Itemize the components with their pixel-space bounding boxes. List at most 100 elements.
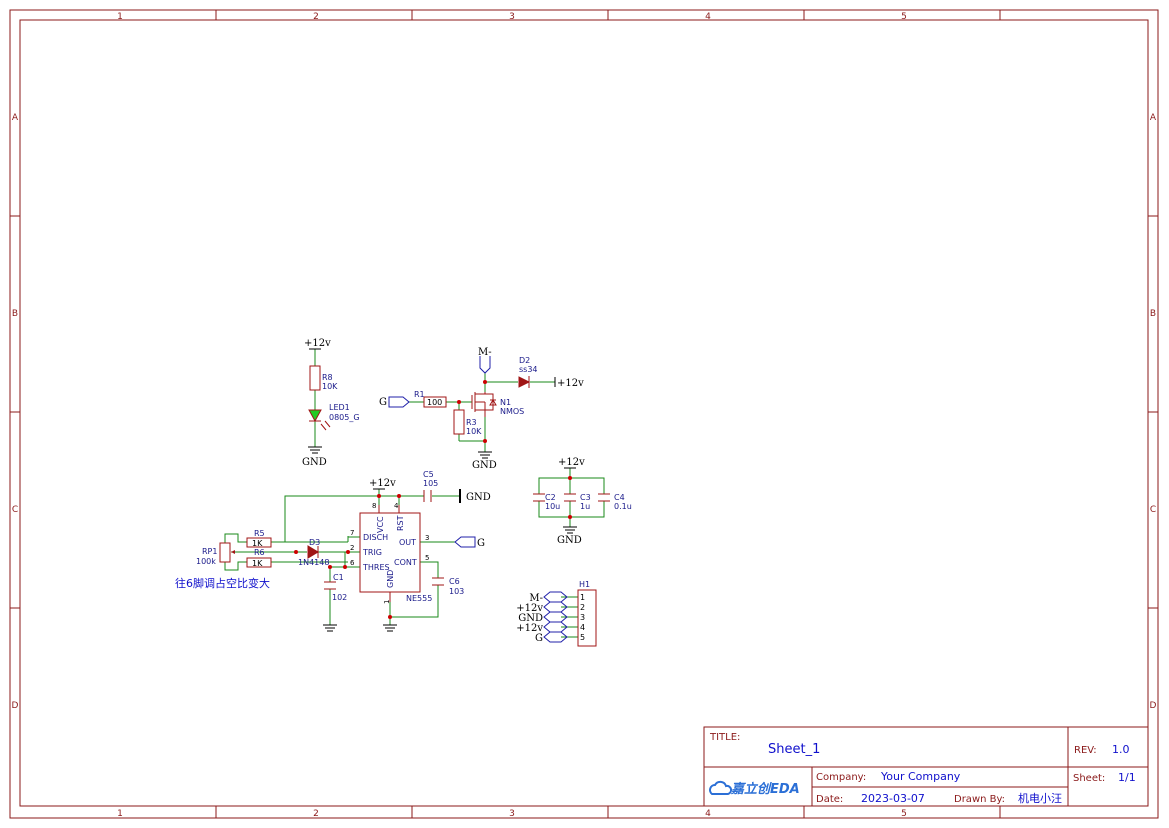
rp1-ref: RP1	[202, 547, 217, 556]
led1-led[interactable]: LED1 0805_G	[308, 403, 360, 431]
c3-capacitor[interactable]: C3 1u	[564, 493, 591, 511]
rev-value: 1.0	[1112, 743, 1130, 756]
c1-ref: C1	[333, 573, 344, 582]
h1-net-ports[interactable]	[543, 591, 568, 643]
rp1-value: 100k	[196, 557, 216, 566]
n1-value: NMOS	[500, 407, 524, 416]
pin-num-1: 1	[383, 600, 391, 604]
c6-ref: C6	[449, 577, 460, 586]
gnd-capbank	[563, 526, 577, 534]
row-label-left-b: B	[12, 309, 18, 319]
c4-ref: C4	[614, 493, 625, 502]
h1-connector[interactable]: H1 1 2 3 4 5	[577, 580, 597, 647]
ne555-vcc-label: +12v	[369, 478, 396, 489]
d3-ref: D3	[309, 538, 320, 547]
c5-capacitor[interactable]: C5 105	[423, 470, 438, 502]
r6-value: 1K	[252, 559, 263, 568]
h1-ref: H1	[579, 580, 590, 589]
frame-ticks	[10, 10, 1158, 818]
gnd-mosfet-label: GND	[472, 460, 497, 471]
frame-labels: 1 2 3 4 5 1 2 3 4 5 A B C D A B C D	[12, 12, 1157, 819]
date-value: 2023-03-07	[861, 792, 925, 805]
h1-net-1: M-	[529, 593, 543, 604]
r5-value: 1K	[252, 539, 263, 548]
led1-value: 0805_G	[329, 413, 360, 422]
row-label-right-a: A	[1150, 113, 1157, 123]
r1-value: 100	[427, 398, 442, 407]
pin-num-8: 8	[372, 502, 376, 510]
r8-resistor[interactable]: R8 10K	[309, 365, 338, 391]
d3-value: 1N4148	[298, 558, 329, 567]
led-emission-icon	[320, 420, 331, 431]
net-port-m-minus[interactable]: M-	[478, 347, 492, 374]
r3-resistor[interactable]: R3 10K	[453, 409, 482, 436]
r8-value: 10K	[322, 382, 338, 391]
wiper-arrow-icon	[231, 550, 235, 554]
r8-ref: R8	[322, 373, 333, 382]
h1-net-4: +12v	[516, 623, 543, 634]
pin-vcc: VCC	[376, 516, 385, 533]
c2-value: 10u	[545, 502, 560, 511]
title-label: TITLE:	[709, 732, 740, 743]
r5-resistor[interactable]: 1K R5	[246, 529, 272, 548]
company-label: Company:	[816, 772, 866, 783]
body-diode-icon	[489, 399, 497, 406]
duty-cycle-annotation: 往6脚调占空比变大	[175, 576, 270, 590]
c1-capacitor[interactable]: C1 102	[324, 573, 347, 602]
sheet-value: 1/1	[1118, 771, 1136, 784]
col-label-bottom-1: 1	[117, 809, 123, 819]
col-label-top-2: 2	[313, 12, 319, 22]
pin-rst: RST	[396, 515, 405, 531]
pin-num-3: 3	[425, 534, 429, 542]
r3-value: 10K	[466, 427, 482, 436]
title-block: TITLE: Sheet_1 REV: 1.0 Company: Your Co…	[703, 726, 1149, 807]
drawn-by-value: 机电小汪	[1018, 791, 1062, 805]
c5-value: 105	[423, 479, 438, 488]
sheet-label: Sheet:	[1073, 773, 1105, 784]
c2-ref: C2	[545, 493, 556, 502]
h1-net-2: +12v	[516, 603, 543, 614]
rp1-potentiometer[interactable]: RP1 100k	[196, 542, 235, 566]
d2-diode[interactable]: D2 ss34	[518, 356, 538, 388]
row-label-right-d: D	[1150, 701, 1157, 711]
net-port-g-input[interactable]: G	[379, 396, 410, 408]
gnd-capbank-label: GND	[557, 535, 582, 546]
power-symbols: +12v +12v +12v +12v GND GND GND GND	[302, 338, 585, 632]
pin-out: OUT	[399, 538, 416, 547]
r6-ref: R6	[254, 548, 265, 557]
cloud-icon	[709, 780, 733, 795]
col-label-bottom-2: 2	[313, 809, 319, 819]
pin-num-2: 2	[350, 544, 354, 552]
m-minus-label: M-	[478, 347, 492, 358]
h1-net-3: GND	[518, 613, 543, 624]
pin-gnd: GND	[386, 570, 395, 588]
pin-cont: CONT	[394, 558, 417, 567]
d2-value: ss34	[519, 365, 538, 374]
pin-num-7: 7	[350, 529, 354, 537]
c6-capacitor[interactable]: C6 103	[432, 577, 464, 596]
ne555-ic[interactable]: VCC RST DISCH TRIG THRES OUT CONT GND 8 …	[350, 502, 432, 604]
pin-disch: DISCH	[363, 533, 388, 542]
led1-ref: LED1	[329, 403, 350, 412]
c2-capacitor[interactable]: C2 10u	[533, 493, 560, 511]
row-label-left-d: D	[12, 701, 19, 711]
r6-resistor[interactable]: 1K R6	[246, 548, 272, 568]
net-port-g-output[interactable]: G	[454, 536, 485, 549]
n1-mosfet[interactable]: N1 NMOS	[471, 392, 524, 417]
r1-resistor[interactable]: 100 R1	[414, 390, 447, 408]
c6-value: 103	[449, 587, 464, 596]
ne555-value: NE555	[406, 594, 432, 603]
date-label: Date:	[816, 794, 843, 805]
r1-ref: R1	[414, 390, 425, 399]
pin-num-6: 6	[350, 559, 355, 567]
col-label-top-1: 1	[117, 12, 123, 22]
row-label-right-c: C	[1150, 505, 1156, 515]
pin-trig: TRIG	[362, 548, 382, 557]
d3-diode[interactable]: D3 1N4148	[298, 538, 329, 567]
col-label-top-4: 4	[705, 12, 711, 22]
h1-pin-3: 3	[580, 613, 585, 622]
eda-logo: 嘉立创EDA	[709, 780, 800, 797]
col-label-bottom-4: 4	[705, 809, 711, 819]
c4-capacitor[interactable]: C4 0.1u	[598, 493, 632, 511]
